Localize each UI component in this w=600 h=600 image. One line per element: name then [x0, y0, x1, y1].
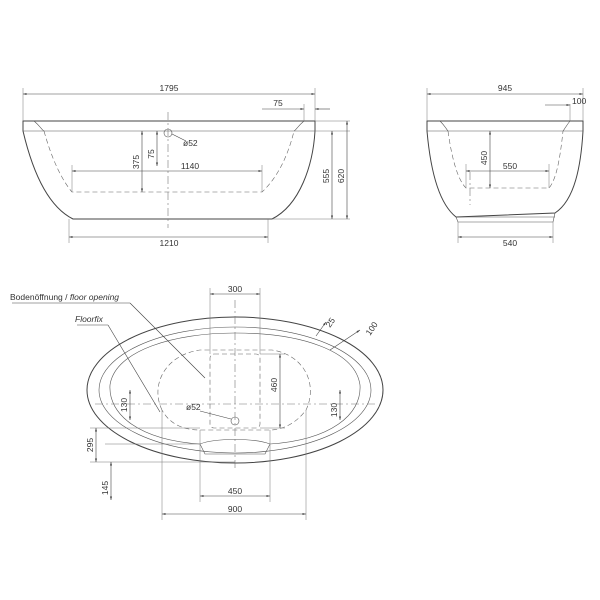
- dim-450-end-label: 450: [479, 151, 489, 165]
- plan-drain-label: ø52: [186, 402, 201, 412]
- end-view-inner-basin: [447, 130, 564, 189]
- plan-basin: [109, 332, 361, 455]
- side-view-inner-rim-right: [293, 120, 305, 132]
- dim-drain-label: ø52: [183, 138, 198, 148]
- side-view-inner-rim-left: [33, 120, 45, 132]
- dim-1795-label: 1795: [160, 83, 179, 93]
- dim-100-plan-line: [329, 329, 361, 351]
- plan-view: Bodenöffnung / floor opening Floorfix 30…: [10, 284, 384, 520]
- dim-130-left-label: 130: [119, 398, 129, 412]
- dim-25-label: 25: [323, 315, 337, 329]
- side-view: 1795 75 375 75 ø52 1140 1210 555 620: [22, 83, 350, 248]
- dim-145-label: 145: [100, 481, 110, 495]
- dim-555-label: 555: [321, 169, 331, 183]
- dim-375-label: 375: [131, 155, 141, 169]
- dim-900-label: 900: [228, 504, 242, 514]
- end-view-inner-rim-right: [562, 120, 571, 132]
- dim-550-label: 550: [503, 161, 517, 171]
- end-view-base: [455, 212, 556, 223]
- side-view-tub-outline: [22, 120, 316, 220]
- dim-drain-leader: [171, 133, 187, 142]
- side-view-inner-basin: [43, 130, 295, 193]
- end-view: 945 100 450 550 540: [426, 83, 586, 248]
- dim-75-rim-label: 75: [273, 98, 283, 108]
- end-view-inner-rim-left: [439, 120, 449, 132]
- dim-1210-label: 1210: [160, 238, 179, 248]
- dim-945-label: 945: [498, 83, 512, 93]
- dim-100-label: 100: [572, 96, 586, 106]
- floorfix-leader-b: [107, 324, 161, 413]
- dim-25-line: [315, 321, 327, 337]
- dim-460-label: 460: [269, 378, 279, 392]
- floor-opening-label: Bodenöffnung / floor opening: [10, 292, 119, 302]
- plan-drain-leader: [199, 410, 232, 420]
- dim-540-label: 540: [503, 238, 517, 248]
- plan-base-outline: [157, 349, 311, 431]
- dim-100-plan-label: 100: [363, 320, 379, 338]
- floor-opening-leader-b: [129, 302, 206, 379]
- dim-300-label: 300: [228, 284, 242, 294]
- dim-1140-label: 1140: [181, 161, 200, 171]
- dim-75-inner-label: 75: [146, 149, 156, 159]
- dim-130-right-label: 130: [329, 403, 339, 417]
- dim-295-label: 295: [85, 438, 95, 452]
- dim-620-label: 620: [336, 169, 346, 183]
- floorfix-label: Floorfix: [75, 314, 104, 324]
- dim-450-plan-label: 450: [228, 486, 242, 496]
